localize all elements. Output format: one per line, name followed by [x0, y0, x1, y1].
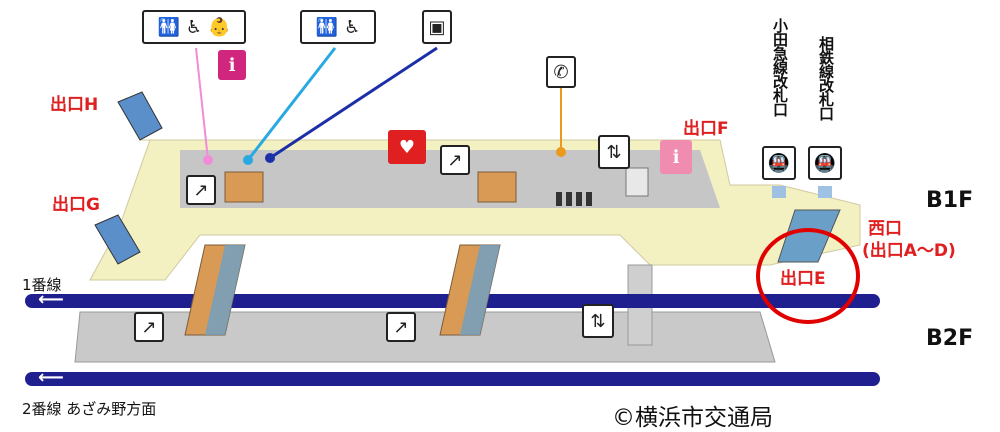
- track-2: [25, 372, 880, 386]
- west-exit-stairs: [777, 209, 841, 263]
- toilet-2-dot: [243, 155, 253, 165]
- elevator-icon-b1f: ⇅: [598, 135, 630, 169]
- west-exit-sub-label: (出口A～D): [862, 241, 956, 261]
- floor-b1f-label: B1F: [926, 188, 974, 213]
- baby-care-icon: 👶: [208, 16, 231, 38]
- locker-icon: ▣: [422, 10, 452, 44]
- odakyu-gate-label: 小田急線改札口: [771, 18, 789, 116]
- sotetsu-gate-label: 相鉄線改札口: [817, 36, 835, 120]
- escalator-icon-b2f-mid: ↗: [386, 312, 416, 342]
- b2f-platform: [74, 311, 776, 363]
- west-exit-label: 西口: [868, 219, 902, 239]
- ticket-machine-3: [576, 192, 582, 206]
- exit-e-highlight: [756, 228, 860, 324]
- b1f-floor: [180, 150, 720, 208]
- aed-icon: ♥: [388, 130, 426, 164]
- toilet-icon-group-2: 🚻 ♿: [300, 10, 376, 44]
- wheelchair-icon-2: ♿: [344, 16, 361, 38]
- escalator-icon-b1f-left: ↗: [186, 175, 216, 205]
- escalator-icon-b1f-mid: ↗: [440, 145, 470, 175]
- ticket-machine-1: [556, 192, 562, 206]
- exit-h-stairs: [117, 91, 163, 141]
- sotetsu-gate-icon: 🚇: [808, 146, 842, 180]
- floor-b2f-label: B2F: [926, 326, 974, 351]
- exit-e-label: 出口E: [780, 269, 826, 289]
- toilet-1-leader: [195, 47, 209, 161]
- elevator-icon-b2f: ⇅: [582, 304, 614, 338]
- toilet-2-leader: [246, 47, 337, 161]
- toilet-icon-group-1: 🚻 ♿ 👶: [142, 10, 246, 44]
- escalator-middle-steps: [460, 245, 500, 335]
- escalator-left-steps: [205, 245, 245, 335]
- restroom-icon-2: 🚻: [315, 16, 339, 38]
- exit-f-label: 出口F: [683, 119, 729, 139]
- odakyu-gate-icon: 🚇: [762, 146, 796, 180]
- track-2-label: 2番線 あざみ野方面: [22, 400, 157, 418]
- ostomate-icon: ℹ: [228, 54, 236, 76]
- exit-g-label: 出口G: [52, 195, 100, 215]
- info-counter-icon: ℹ: [660, 140, 692, 174]
- copyright-credit: ©横浜市交通局: [612, 405, 773, 431]
- ticket-machine-2: [566, 192, 572, 206]
- track-1-label: 1番線: [22, 276, 62, 294]
- odakyu-gate-posts: [772, 186, 786, 198]
- escalator-icon-b2f-left: ↗: [134, 312, 164, 342]
- exit-g-stairs: [94, 214, 141, 265]
- locker-leader: [269, 46, 438, 160]
- sotetsu-gate-posts: [818, 186, 832, 198]
- escalator-b1f-mid: [477, 171, 517, 203]
- phone-dot: [556, 147, 566, 157]
- phone-icon: ✆: [546, 56, 576, 88]
- restroom-icon: 🚻: [157, 16, 180, 38]
- wheelchair-icon: ♿: [185, 16, 203, 38]
- elevator-shaft: [625, 167, 649, 197]
- locker-dot: [265, 153, 275, 163]
- exit-h-label: 出口H: [50, 95, 99, 115]
- track-2-arrow: ⟵: [38, 367, 64, 388]
- multipurpose-toilet-icon: ℹ: [218, 50, 246, 80]
- track-1-arrow: ⟵: [38, 289, 64, 310]
- ticket-machine-4: [586, 192, 592, 206]
- escalator-b1f-left: [224, 171, 264, 203]
- toilet-1-dot: [203, 155, 213, 165]
